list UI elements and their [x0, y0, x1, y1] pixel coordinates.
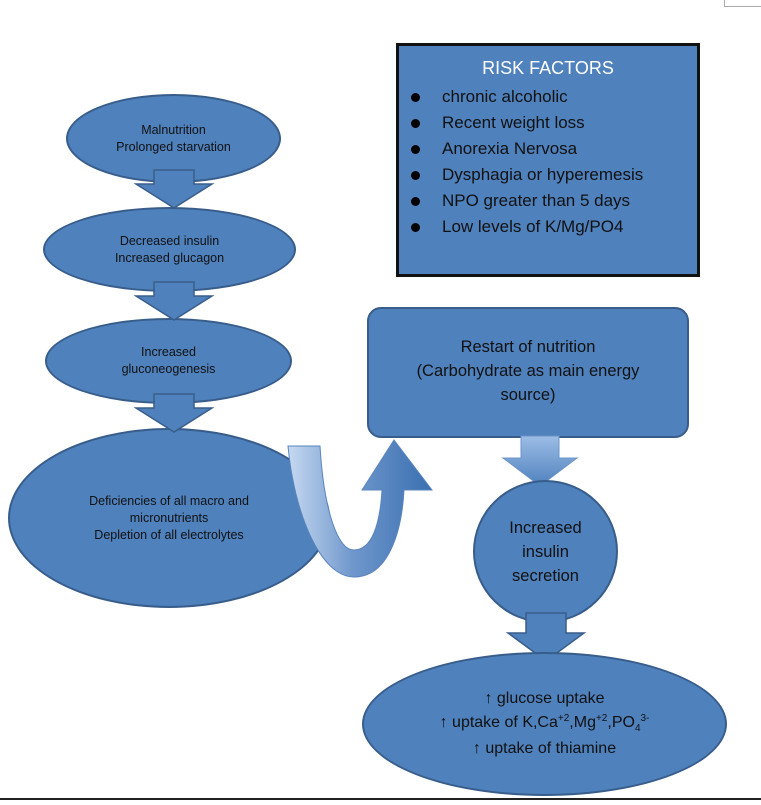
po-charge: 3-: [640, 713, 650, 724]
insulin-secretion-line-1: Increased: [509, 518, 582, 537]
po-subscript: 4: [634, 723, 641, 734]
corner-mark: [724, 0, 761, 7]
gluconeogenesis-line-1: Increased: [141, 345, 196, 359]
po-label: ,PO: [607, 714, 635, 731]
gluconeogenesis-ellipse: Increased gluconeogenesis: [45, 318, 292, 404]
down-arrow-5-icon: [505, 612, 587, 662]
risk-factor-item: Recent weight loss: [411, 110, 643, 136]
deficiencies-line-1: Deficiencies of all macro and: [89, 493, 249, 508]
bullet-icon: [411, 222, 420, 232]
insulin-secretion-line-2: insulin: [522, 542, 569, 561]
risk-factor-label: chronic alcoholic: [442, 87, 568, 106]
deficiencies-line-2: micronutrients: [129, 510, 209, 525]
bullet-icon: [411, 118, 420, 128]
restart-line-2: (Carbohydrate as main energy: [416, 362, 640, 380]
risk-factor-label: NPO greater than 5 days: [442, 191, 631, 210]
ca-charge: +2: [557, 713, 570, 724]
deficiencies-ellipse: Deficiencies of all macro and micronutri…: [8, 428, 330, 608]
restart-line-1: Restart of nutrition: [460, 338, 596, 356]
risk-factors-box: RISK FACTORS chronic alcoholic Recent we…: [396, 43, 700, 277]
down-arrow-2-icon: [133, 281, 215, 321]
insulin-secretion-circle: Increased insulin secretion: [473, 480, 618, 623]
down-arrow-1-icon: [133, 169, 215, 209]
electrolyte-uptake-line: ↑ uptake of K,Ca+2,Mg+2,PO43-: [440, 711, 650, 737]
bullet-icon: [411, 170, 420, 180]
risk-factor-item: Low levels of K/Mg/PO4: [411, 214, 643, 240]
insulin-secretion-line-3: secretion: [512, 566, 579, 585]
bullet-icon: [411, 196, 420, 206]
bottom-divider: [0, 798, 761, 800]
insulin-glucagon-ellipse: Decreased insulin Increased glucagon: [43, 207, 296, 292]
risk-factor-item: NPO greater than 5 days: [411, 188, 643, 214]
gluconeogenesis-line-2: gluconeogenesis: [121, 362, 216, 376]
bullet-icon: [411, 92, 420, 102]
risk-factor-item: chronic alcoholic: [411, 84, 643, 110]
curved-up-arrow-icon: [287, 439, 434, 578]
down-arrow-3-icon: [133, 393, 215, 433]
uptake-ellipse: ↑ glucose uptake ↑ uptake of K,Ca+2,Mg+2…: [362, 652, 727, 796]
deficiencies-line-3: Depletion of all electrolytes: [94, 527, 244, 542]
restart-line-3: source): [500, 386, 556, 404]
risk-factor-label: Dysphagia or hyperemesis: [442, 165, 644, 184]
risk-factors-list: chronic alcoholic Recent weight loss Ano…: [411, 84, 643, 240]
malnutrition-line-1: Malnutrition: [141, 122, 206, 137]
mg-label: ,Mg: [569, 714, 596, 731]
insulin-glucagon-line-1: Decreased insulin: [119, 233, 220, 248]
down-arrow-4-icon: [501, 435, 579, 487]
malnutrition-ellipse: Malnutrition Prolonged starvation: [66, 94, 281, 183]
risk-factor-item: Dysphagia or hyperemesis: [411, 162, 643, 188]
risk-factor-label: Recent weight loss: [442, 113, 585, 132]
malnutrition-line-2: Prolonged starvation: [116, 139, 231, 154]
risk-factors-title: RISK FACTORS: [482, 58, 614, 78]
bullet-icon: [411, 144, 420, 154]
risk-factor-label: Anorexia Nervosa: [442, 139, 578, 158]
risk-factor-label: Low levels of K/Mg/PO4: [442, 217, 624, 236]
restart-nutrition-box: Restart of nutrition (Carbohydrate as ma…: [367, 307, 689, 438]
electrolyte-uptake-prefix: ↑ uptake of K,Ca: [439, 714, 558, 731]
mg-charge: +2: [595, 713, 608, 724]
glucose-uptake-line: ↑ glucose uptake: [484, 690, 605, 707]
insulin-glucagon-line-2: Increased glucagon: [114, 250, 225, 265]
thiamine-uptake-line: ↑ uptake of thiamine: [472, 740, 617, 757]
risk-factor-item: Anorexia Nervosa: [411, 136, 643, 162]
